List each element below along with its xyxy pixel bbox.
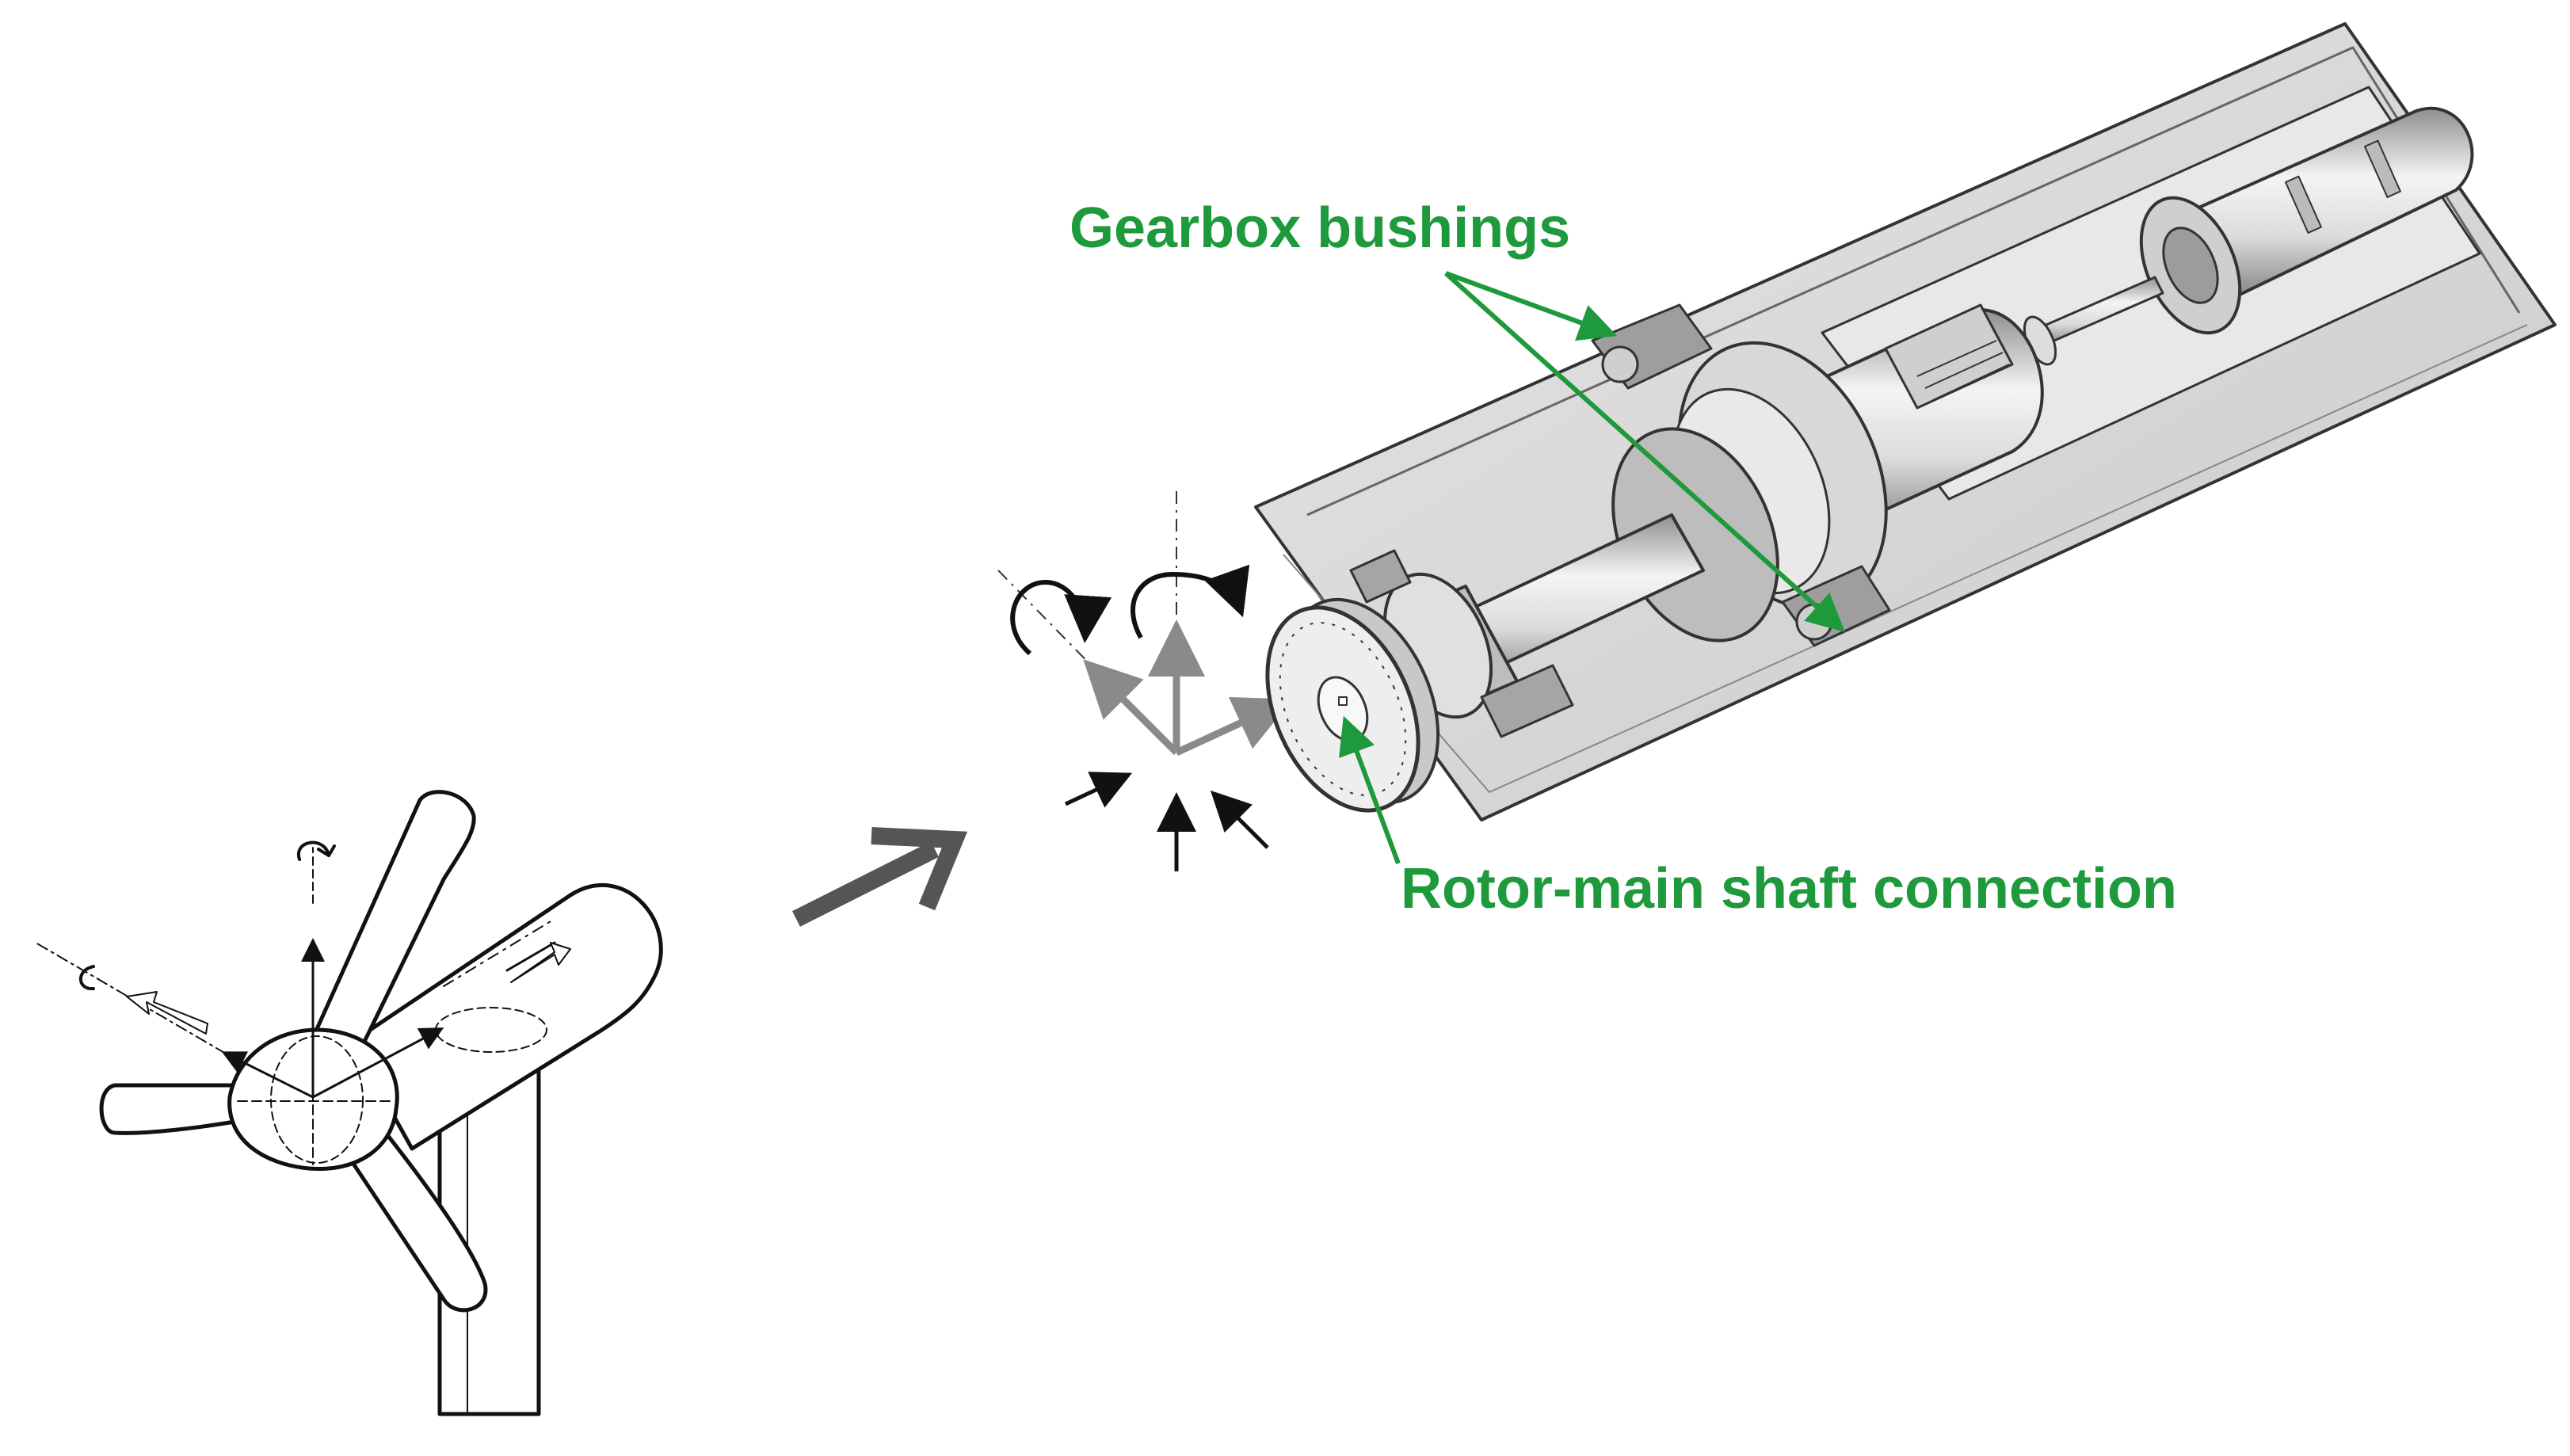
leader-rotor-main-shaft	[1339, 715, 1401, 865]
gearbox-bushings-label: Gearbox bushings	[1070, 196, 1571, 260]
hub	[227, 1027, 399, 1172]
callout-leaders	[1339, 271, 1845, 865]
gearbox	[1611, 303, 2044, 642]
load-axes-icon	[997, 491, 1293, 871]
leader-gearbox-bushing-upper	[1444, 271, 1618, 341]
nacelle	[350, 882, 663, 1151]
rotor-main-shaft-connection-label: Rotor-main shaft connection	[1401, 857, 2178, 920]
moment-arrow-vertical	[1131, 564, 1250, 639]
rotor-flange	[1265, 597, 1440, 813]
drivetrain-assembly	[1254, 22, 2557, 821]
axis-x-arrow	[1175, 696, 1293, 757]
generator	[2139, 107, 2474, 335]
hub-axes	[35, 840, 444, 1099]
axis-y-arrow	[1083, 659, 1180, 756]
main-bearing	[1349, 549, 1574, 738]
leader-gearbox-bushing-lower	[1443, 271, 1845, 633]
moment-arrow-diagonal	[1010, 579, 1112, 656]
arrow-up-right-icon	[792, 827, 968, 927]
force-arrow-left	[1064, 772, 1133, 808]
force-arrow-right	[1210, 790, 1269, 849]
blade-upper	[311, 790, 476, 1052]
wind-turbine-sketch-icon	[35, 790, 663, 1416]
blade-left	[99, 1083, 264, 1135]
